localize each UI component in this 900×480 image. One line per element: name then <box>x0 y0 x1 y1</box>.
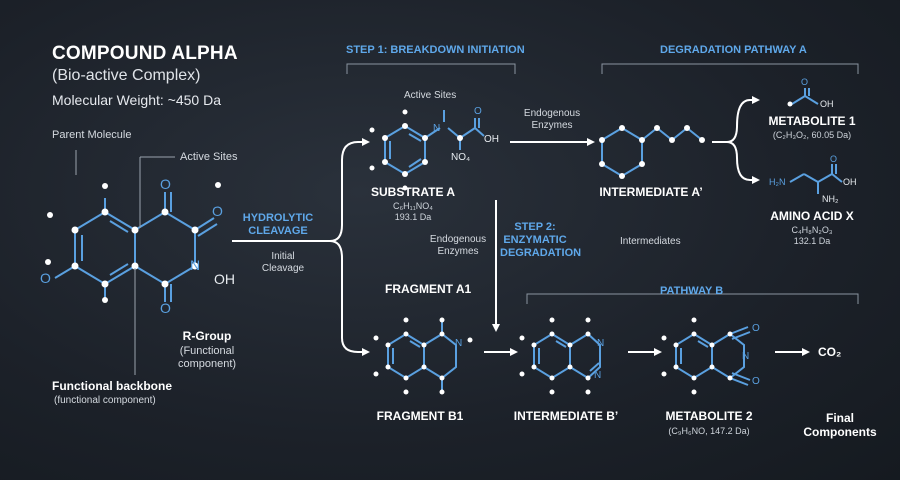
substrate-nitro: NO₄ <box>451 152 471 163</box>
amino-weight: 132.1 Da <box>793 236 831 246</box>
metabolite1-formula: (C₂H₃O₂, 60.05 Da) <box>772 130 852 140</box>
substrate-atoms <box>369 109 463 191</box>
initial-cleavage-line1: Initial <box>271 251 295 262</box>
parent-oxygen-top: O <box>160 176 171 192</box>
metabolite2-atoms <box>661 317 733 395</box>
metabolite2-formula: (C₉H₆NO, 147.2 Da) <box>668 426 750 436</box>
parent-molecule-label: Parent Molecule <box>52 129 132 141</box>
fragment-a1-name: FRAGMENT A1 <box>385 282 472 296</box>
intermediate-b-name: INTERMEDIATE B’ <box>513 409 619 423</box>
substrate-hydroxyl: OH <box>484 134 499 145</box>
hydrolytic-label-line2: CLEAVAGE <box>248 225 308 237</box>
parent-oxygen-right: O <box>212 203 223 219</box>
metabolite2-nitrogen: N <box>742 351 750 362</box>
substrate-oxygen: O <box>474 106 482 117</box>
step2-line1: STEP 2: <box>514 221 556 233</box>
metabolite1-structure <box>791 88 819 105</box>
metabolite1-hydroxyl: OH <box>820 99 834 109</box>
intermediate-a-structure <box>601 126 703 178</box>
pathway-a-label: DEGRADATION PATHWAY A <box>660 44 807 56</box>
co2-label: CO₂ <box>818 345 842 359</box>
enzymes-top-line1: Endogenous <box>523 108 581 119</box>
final-line2: Components <box>803 425 877 439</box>
backbone-title: Functional backbone <box>52 379 173 393</box>
intermediate-a-name: INTERMEDIATE A’ <box>599 185 703 199</box>
metabolite2-structure <box>675 326 751 386</box>
amino-structure <box>789 164 843 194</box>
amino-oxygen: O <box>830 154 838 164</box>
hydrolytic-label-line1: HYDROLYTIC <box>242 212 314 224</box>
amino-h2n: H₂N <box>769 177 786 187</box>
amino-nh2: NH₂ <box>822 194 839 204</box>
substrate-nitrogen: N <box>433 123 441 134</box>
substrate-name: SUBSTRATE A <box>371 185 455 199</box>
compound-title: COMPOUND ALPHA <box>52 43 238 64</box>
parent-oxygen-left: O <box>40 270 51 286</box>
parent-leader-lines <box>75 150 175 375</box>
step1-label: STEP 1: BREAKDOWN INITIATION <box>346 44 525 56</box>
compound-subtitle: (Bio-active Complex) <box>52 67 201 84</box>
metabolite2-oxygen-1: O <box>752 323 760 334</box>
substrate-weight: 193.1 Da <box>394 212 432 222</box>
enzymes-mid-line2: Enzymes <box>437 246 479 257</box>
parent-active-sites-label: Active Sites <box>180 151 238 163</box>
backbone-desc: (functional component) <box>54 395 156 406</box>
step2-line2: ENZYMATIC <box>503 234 567 246</box>
step2-line3: DEGRADATION <box>500 247 582 259</box>
metabolite1-atom <box>787 101 793 107</box>
rgroup-desc-line2: component) <box>177 358 237 370</box>
fragment-b1-atoms <box>373 317 473 395</box>
initial-cleavage-line2: Cleavage <box>261 263 305 274</box>
rgroup-desc-line1: (Functional <box>179 345 235 357</box>
metabolite1-oxygen: O <box>801 77 809 87</box>
fragment-b1-name: FRAGMENT B1 <box>376 409 464 423</box>
parent-molecule-structure <box>54 192 218 302</box>
amino-formula: C₄H₈N₂O₃ <box>791 225 833 235</box>
parent-nitrogen: N <box>190 257 201 273</box>
intermediate-b-nitrogen-1: N <box>597 338 605 349</box>
intermediate-a-atoms <box>599 125 705 179</box>
substrate-active-sites-label: Active Sites <box>404 90 457 101</box>
enzymes-top-line2: Enzymes <box>531 120 573 131</box>
metabolite2-name: METABOLITE 2 <box>665 409 753 423</box>
section-brackets <box>346 63 859 304</box>
metabolite1-name: METABOLITE 1 <box>768 114 856 128</box>
intermediates-note: Intermediates <box>620 236 681 247</box>
metabolite2-oxygen-2: O <box>752 376 760 387</box>
intermediate-b-atoms <box>519 317 591 395</box>
final-line1: Final <box>825 411 854 425</box>
substrate-structure <box>384 110 485 176</box>
rgroup-title: R-Group <box>182 329 232 343</box>
parent-hydroxyl: OH <box>214 271 235 287</box>
amino-hydroxyl: OH <box>843 177 857 187</box>
molecular-weight: Molecular Weight: ~450 Da <box>52 92 221 108</box>
substrate-formula: C₆H₁₁NO₄ <box>393 201 433 211</box>
parent-atoms <box>45 182 221 303</box>
pathway-b-label: PATHWAY B <box>660 285 724 297</box>
fragment-b1-nitrogen: N <box>455 338 463 349</box>
parent-oxygen-bottom: O <box>160 300 171 316</box>
fragment-b1-structure <box>387 322 457 390</box>
main-arrows <box>232 96 810 356</box>
enzymes-mid-line1: Endogenous <box>429 234 487 245</box>
amino-name: AMINO ACID X <box>770 209 854 223</box>
intermediate-b-structure <box>533 332 601 380</box>
intermediate-b-nitrogen-2: N <box>594 370 602 381</box>
